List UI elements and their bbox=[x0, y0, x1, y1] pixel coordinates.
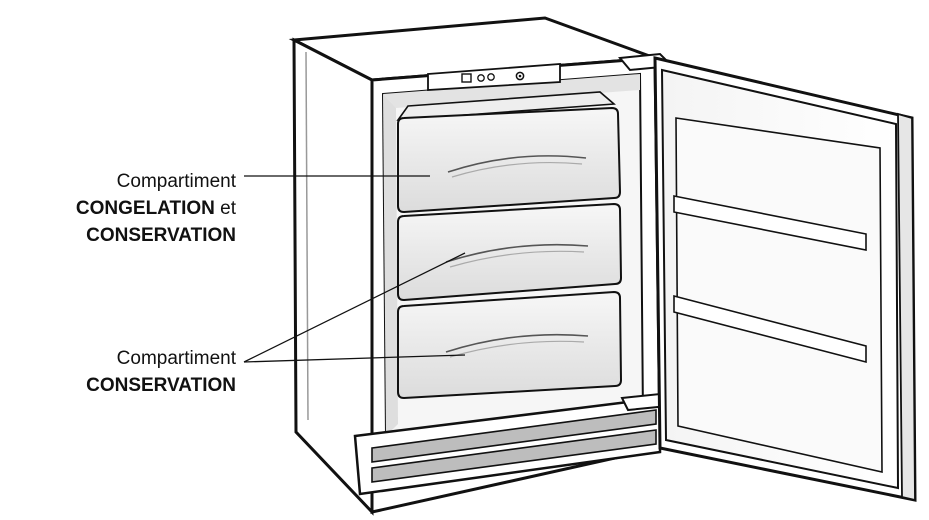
control-panel bbox=[427, 63, 561, 91]
drawer-middle bbox=[397, 202, 623, 302]
drawer-bottom bbox=[397, 290, 623, 400]
label-line: CONGELATION et bbox=[0, 195, 236, 222]
leader-lines bbox=[243, 175, 466, 363]
label-line: CONSERVATION bbox=[0, 222, 236, 249]
label-congelation-conservation: Compartiment CONGELATION et CONSERVATION bbox=[0, 168, 236, 249]
leader-line-conservation-bottom bbox=[243, 354, 466, 363]
label-line: Compartiment bbox=[116, 348, 236, 369]
label-rest: et bbox=[214, 198, 236, 219]
open-door bbox=[653, 56, 917, 502]
label-line: CONSERVATION bbox=[0, 372, 236, 399]
drawer-top bbox=[397, 106, 622, 214]
leader-line-conservation-middle bbox=[243, 252, 466, 363]
label-bold: CONSERVATION bbox=[86, 225, 236, 246]
plinth bbox=[353, 396, 662, 496]
label-bold: CONGELATION bbox=[75, 198, 215, 219]
top-flap bbox=[396, 91, 616, 121]
label-conservation: Compartiment CONSERVATION bbox=[0, 345, 236, 399]
label-bold: CONSERVATION bbox=[86, 375, 236, 396]
label-line: Compartiment bbox=[116, 171, 236, 192]
